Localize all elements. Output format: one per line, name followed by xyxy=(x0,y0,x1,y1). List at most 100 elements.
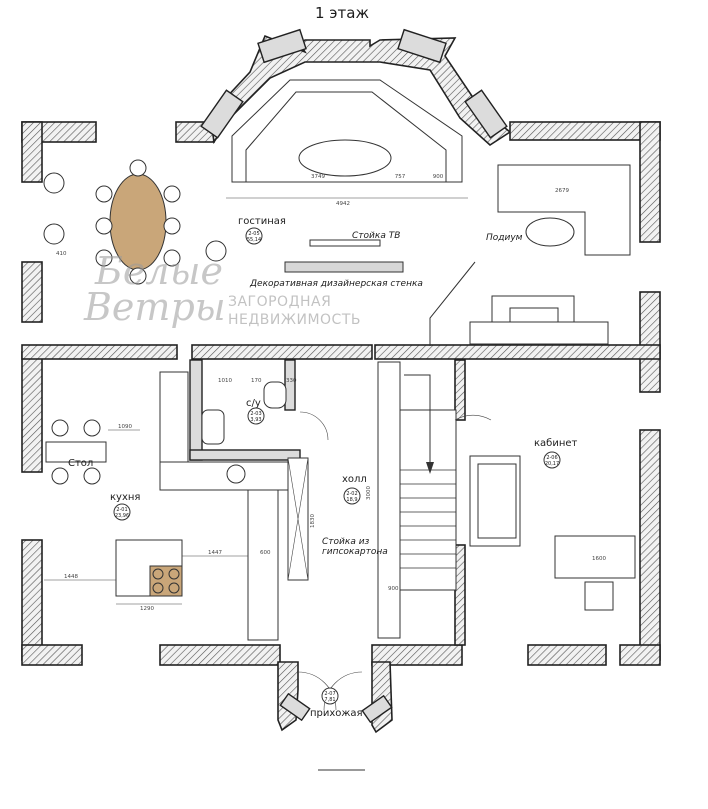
dim-label: 1090 xyxy=(118,424,132,430)
room-tag xyxy=(245,227,263,245)
entry-label: прихожая xyxy=(310,708,363,719)
desk xyxy=(554,535,636,579)
cooktop-burners xyxy=(152,568,180,594)
wall-segment xyxy=(21,121,43,183)
floor-fan-icon xyxy=(43,172,227,262)
tv-stand-label: Стойка ТВ xyxy=(352,231,400,241)
wall-segment xyxy=(527,644,607,666)
room-tag xyxy=(113,503,131,521)
coffee-table xyxy=(298,139,392,177)
hall-label: холл xyxy=(342,474,367,485)
room-area: 18,9 xyxy=(346,497,357,503)
drywall-label-2: гипсокартона xyxy=(322,547,388,557)
stair-stringer xyxy=(377,361,401,639)
wall-segment xyxy=(21,344,178,360)
dim-label: 900 xyxy=(388,586,399,592)
dim-label: 410 xyxy=(56,251,67,257)
room-code: 2-05 xyxy=(248,231,259,237)
dim-label: 4942 xyxy=(336,201,350,207)
dim-label: 1290 xyxy=(140,606,154,612)
wall-segment xyxy=(464,89,508,139)
office-chair xyxy=(584,581,614,611)
room-area: 55,14 xyxy=(247,237,261,243)
office-label: кабинет xyxy=(534,438,578,449)
wall-segment xyxy=(21,351,43,473)
wall-segment xyxy=(189,449,301,461)
dim-label: 330 xyxy=(286,378,297,384)
kitchen-sink xyxy=(226,464,246,484)
wall-segment xyxy=(189,359,203,461)
dim-label: 3000 xyxy=(366,486,372,500)
office-door-swing xyxy=(454,414,492,421)
wall-segment xyxy=(397,28,447,64)
svg-text:НЕДВИЖИМОСТЬ: НЕДВИЖИМОСТЬ xyxy=(228,312,361,328)
room-area: 23,96 xyxy=(115,513,129,519)
wall-segment xyxy=(21,539,43,661)
dim-label: 1447 xyxy=(208,550,222,556)
wc-door-swing xyxy=(299,411,329,441)
stair-treads xyxy=(400,469,456,569)
wall-segment xyxy=(454,359,466,421)
kitchen-chairs xyxy=(51,419,101,485)
room-area: 20,17 xyxy=(545,461,559,467)
wall-segment xyxy=(374,344,661,360)
room-area: 3,93 xyxy=(250,417,261,423)
column-cross xyxy=(287,457,309,581)
diagonal-wall xyxy=(429,261,476,346)
entry-door-swing xyxy=(297,671,337,711)
room-code: 2-07 xyxy=(324,691,335,697)
tv-stand xyxy=(309,239,381,247)
dining-chairs xyxy=(95,159,181,285)
stair-arrow xyxy=(404,374,431,470)
stair-arrow-head xyxy=(426,462,434,474)
room-area: 7,81 xyxy=(324,697,335,703)
wall-segment xyxy=(159,644,281,666)
wall-segment xyxy=(361,694,393,724)
decor-wall xyxy=(284,261,404,273)
bay-sofa-inner xyxy=(245,91,447,183)
room-code: 2-02 xyxy=(346,491,357,497)
plan-title: 1 этаж xyxy=(315,4,369,22)
dim-label: 3749 xyxy=(311,174,325,180)
room-tag xyxy=(543,451,561,469)
podium-label: Подиум xyxy=(486,233,523,243)
wall-segment xyxy=(639,121,661,243)
table-label: Стол xyxy=(68,458,93,469)
kitchen-cabinet xyxy=(159,371,189,463)
decor-wall-label: Декоративная дизайнерская стенка xyxy=(249,279,423,289)
wall-segment xyxy=(200,89,244,139)
wall-segment xyxy=(371,644,463,666)
room-tag xyxy=(343,487,361,505)
svg-text:Белые: Белые xyxy=(94,249,223,293)
staircase xyxy=(399,409,457,591)
wall-segment xyxy=(284,359,296,411)
wall-segment xyxy=(639,291,661,393)
entry-door-swing xyxy=(323,671,363,711)
dim-label: 900 xyxy=(433,174,444,180)
kitchen-counter-right xyxy=(247,489,279,641)
room-tag xyxy=(321,687,339,705)
wall-segment xyxy=(257,28,307,64)
room-code: 2-06 xyxy=(546,455,557,461)
cooktop xyxy=(149,565,183,597)
wc-sink xyxy=(201,409,225,445)
watermark-logo: Белые Ветры ЗАГОРОДНАЯ НЕДВИЖИМОСТЬ xyxy=(83,249,361,329)
wall-segment xyxy=(454,544,466,646)
dim-label: 1010 xyxy=(218,378,232,384)
drywall-label-1: Стойка из xyxy=(322,537,370,547)
dim-label: 1600 xyxy=(592,556,606,562)
wall-segment xyxy=(21,644,83,666)
podium xyxy=(525,217,575,247)
living-room-label: гостиная xyxy=(238,216,286,227)
corner-sofa xyxy=(497,164,631,256)
kitchen-label: кухня xyxy=(110,492,140,503)
office-sofa-seat xyxy=(477,463,517,539)
dim-label: 1448 xyxy=(64,574,78,580)
svg-text:ЗАГОРОДНАЯ: ЗАГОРОДНАЯ xyxy=(228,294,331,310)
wc-label: с/у xyxy=(246,398,261,409)
sideboard xyxy=(469,321,609,345)
svg-text:Ветры: Ветры xyxy=(83,285,226,329)
wall-segment xyxy=(279,692,311,722)
dim-label: 1830 xyxy=(310,514,316,528)
